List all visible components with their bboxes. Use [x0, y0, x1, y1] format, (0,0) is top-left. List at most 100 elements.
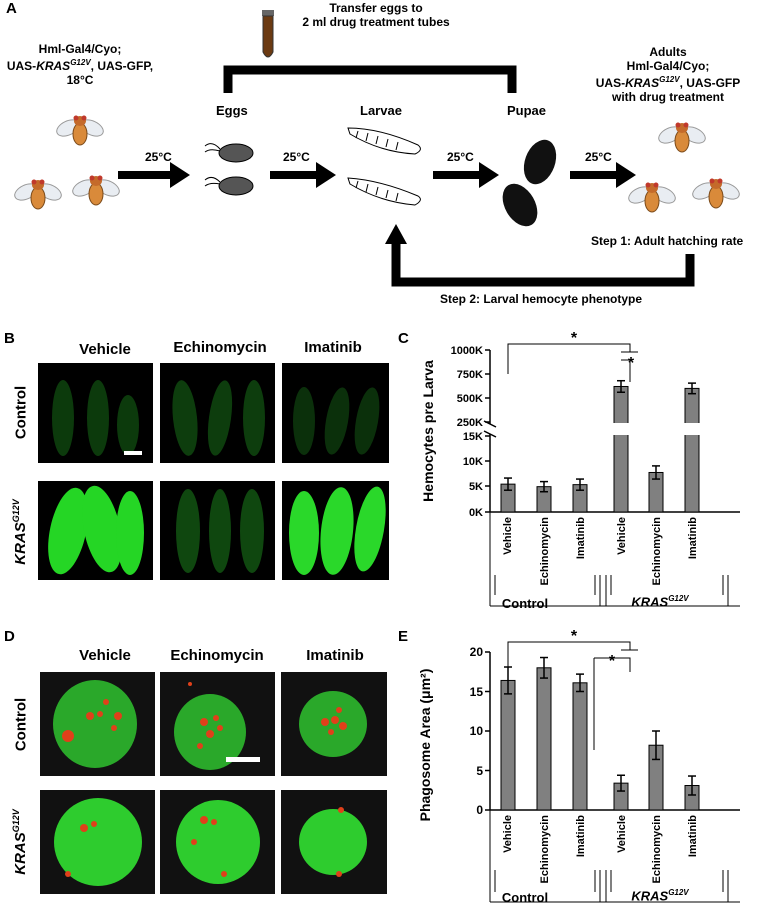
c-ylabel: Hemocytes pre Larva [420, 360, 436, 502]
e-xcat-3: Vehicle [616, 815, 628, 853]
stage-eggs: Eggs [216, 103, 248, 118]
step2-bracket [391, 242, 695, 287]
chart-c: 1000K 750K 500K 250K 15K 10K 5K 0K * * V… [451, 330, 740, 607]
c-ytick-1000k: 1000K [451, 345, 483, 357]
drug-tube-icon [262, 10, 274, 58]
larvae-icon [347, 127, 421, 206]
panel-d-letter: D [4, 628, 15, 645]
c-ytick-500k: 500K [457, 393, 483, 405]
stage-pupae: Pupae [507, 103, 547, 118]
chart-e: 20 15 10 5 0 * * Vehicle Echinomycin Ima… [470, 630, 740, 903]
transfer-line-2: 2 ml drug treatment tubes [302, 15, 450, 29]
temp-1: 25°C [145, 150, 172, 164]
flow-arrows [118, 162, 636, 188]
d-row-control: Control [12, 697, 30, 752]
c-ytick-750k: 750K [457, 369, 483, 381]
c-break-2 [483, 430, 497, 438]
e-ytick-15: 15 [470, 685, 484, 699]
e-sig-star-1: * [571, 630, 578, 645]
b-img-kras-echinomycin [160, 481, 275, 580]
d-img-kras-imatinib [281, 790, 387, 894]
c-ytick-15k: 15K [463, 431, 483, 443]
d-col-vehicle: Vehicle [79, 647, 131, 664]
d-img-kras-echinomycin [160, 790, 275, 894]
b-img-control-imatinib [282, 363, 389, 463]
arrow-1 [118, 162, 190, 188]
panel-c-letter: C [398, 330, 409, 347]
b-row-kras-gene: KRAS [12, 522, 29, 565]
temp-4: 25°C [585, 150, 612, 164]
e-group-kras: KRASG12V [600, 888, 720, 903]
adults-line-1: Adults [649, 45, 687, 59]
transfer-bracket [223, 65, 517, 93]
stage-larvae: Larvae [360, 103, 402, 118]
parents-post: , UAS-GFP, [90, 59, 154, 73]
b-img-control-vehicle [38, 363, 153, 463]
step1-label: Step 1: Adult hatching rate [591, 234, 744, 248]
fly-icon-parent-2 [11, 179, 65, 210]
e-bar-1 [536, 667, 552, 811]
c-sig-bracket-1 [507, 343, 631, 374]
b-img-control-echinomycin [160, 363, 275, 463]
c-xcat-1: Echinomycin [539, 517, 551, 586]
e-group-kras-gene: KRAS [631, 888, 669, 904]
c-ytick-0k: 0K [469, 507, 483, 519]
temp-3: 25°C [447, 150, 474, 164]
e-ytick-20: 20 [470, 645, 484, 659]
e-sig-star-2: * [609, 653, 616, 670]
e-xcat-5: Imatinib [687, 815, 699, 857]
e-ylabel: Phagosome Area (μm²) [417, 668, 433, 822]
e-sig-bracket-2 [594, 657, 631, 672]
b-col-vehicle: Vehicle [79, 341, 131, 358]
pupae-icon [502, 139, 557, 227]
adults-post: , UAS-GFP [679, 76, 741, 90]
adults-line-2: Hml-Gal4/Cyo; [626, 59, 710, 73]
b-row-control: Control [12, 385, 30, 440]
e-bar-0 [500, 679, 516, 811]
c-group-control: Control [501, 596, 549, 611]
adults-label: Adults Hml-Gal4/Cyo; UAS-KRASG12V, UAS-G… [588, 45, 748, 104]
panel-b-letter: B [4, 330, 15, 347]
e-group-control: Control [501, 890, 549, 905]
c-xcat-0: Vehicle [502, 517, 514, 555]
c-sig-star-1: * [571, 330, 578, 347]
fly-icon-adult-3 [689, 178, 743, 209]
d-row-kras: KRASG12V [11, 802, 29, 882]
c-ytick-5k: 5K [469, 481, 483, 493]
c-xcat-5: Imatinib [687, 517, 699, 559]
parents-uas: UAS- [6, 59, 37, 73]
adults-line-3: UAS-KRASG12V, UAS-GFP [588, 73, 748, 90]
fly-icon-parent-1 [53, 115, 107, 146]
d-img-control-echinomycin [160, 672, 275, 776]
d-col-imatinib: Imatinib [306, 647, 364, 664]
d-img-control-imatinib [281, 672, 387, 776]
arrow-3 [433, 162, 499, 188]
d-row-kras-gene: KRAS [12, 832, 29, 875]
panel-a-diagram [11, 10, 743, 287]
c-ytick-10k: 10K [463, 456, 483, 468]
d-row-kras-sup: G12V [11, 809, 21, 833]
d-col-echinomycin: Echinomycin [170, 647, 264, 664]
c-group-kras-gene: KRAS [631, 594, 669, 610]
c-sig-star-2: * [628, 355, 635, 372]
parents-line-2: UAS-KRASG12V, UAS-GFP, [6, 56, 154, 73]
c-bar-break-3 [613, 423, 629, 435]
c-ytick-250k: 250K [457, 417, 483, 429]
adults-line-4: with drug treatment [611, 90, 724, 104]
e-bar-2 [572, 682, 588, 811]
e-xcat-0: Vehicle [502, 815, 514, 853]
parents-gene: KRAS [36, 59, 71, 73]
e-group-kras-sup: G12V [668, 888, 689, 897]
fly-icon-parent-3 [69, 175, 123, 206]
adults-uas: UAS- [595, 76, 626, 90]
fly-icon-adult-1 [655, 122, 709, 153]
b-col-imatinib: Imatinib [304, 339, 362, 356]
e-ytick-10: 10 [470, 724, 484, 738]
c-bar-5 [684, 387, 700, 513]
adults-gene: KRAS [625, 76, 660, 90]
e-ytick-5: 5 [476, 764, 483, 778]
parents-sup: G12V [70, 58, 91, 67]
transfer-line-1: Transfer eggs to [329, 1, 423, 15]
e-ytick-0: 0 [476, 803, 483, 817]
fly-icon-adult-2 [625, 182, 679, 213]
